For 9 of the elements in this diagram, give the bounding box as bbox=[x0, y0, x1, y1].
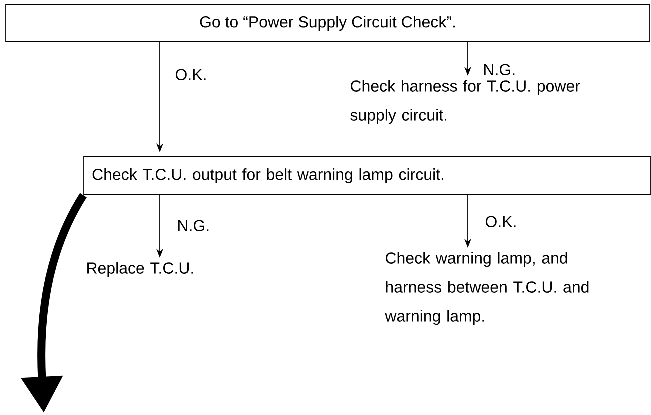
step-text: Replace T.C.U. bbox=[88, 262, 194, 278]
step-text: Check warning lamp, and harness between T.C.U. and warning lamp. bbox=[385, 252, 589, 326]
edge-label: N.G. bbox=[176, 219, 212, 233]
process-box: Check T.C.U. output for belt warning lamp circuit. bbox=[84, 156, 651, 196]
step-text: Check harness for T.C.U. power supply circuit. bbox=[350, 80, 580, 124]
edge-label: O.K. bbox=[174, 68, 208, 82]
process-box: Go to “Power Supply Circuit Check”. bbox=[6, 4, 650, 42]
edge-label: O.K. bbox=[484, 215, 518, 229]
edge-label: N.G. bbox=[482, 63, 518, 77]
